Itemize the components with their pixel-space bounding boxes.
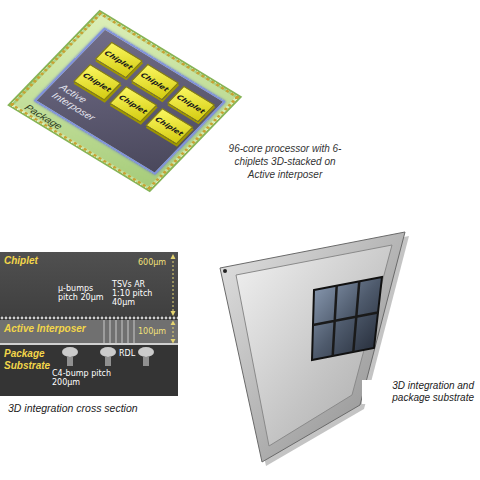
dimension-label: 600μm: [138, 258, 166, 268]
node-label: Chiplet: [81, 71, 113, 93]
callout-label: TSVs AR 1:10 pitch 40μm: [112, 280, 162, 307]
package-photo: [220, 232, 409, 466]
node-label: Chiplet: [139, 71, 171, 93]
node-label: Chiplet: [117, 93, 149, 115]
callout-label: RDL: [118, 349, 136, 358]
active-interposer: Active InterposerChipletChipletChipletCh…: [34, 28, 226, 175]
node-label: Chiplet: [4, 255, 64, 267]
callout-label: C4-bump pitch 200μm: [52, 369, 112, 387]
dimension-label: 100μm: [138, 327, 166, 337]
cross-section-photo: [0, 252, 178, 396]
figure-caption: 3D integration and package substrate: [362, 380, 474, 404]
figure-caption: 3D integration cross section: [8, 402, 188, 415]
node-label: Package Substrate: [4, 348, 62, 372]
callout-label: μ-bumps pitch 20μm: [58, 284, 108, 302]
node-label: Active Interposer: [4, 323, 104, 335]
figure-caption: 96-core processor with 6-chiplets 3D-sta…: [220, 142, 350, 181]
node-label: Chiplet: [175, 93, 207, 115]
package-substrate: PackageActive InterposerChipletChipletCh…: [10, 12, 239, 190]
node-label: Chiplet: [103, 49, 135, 71]
node-label: Chiplet: [154, 115, 186, 137]
